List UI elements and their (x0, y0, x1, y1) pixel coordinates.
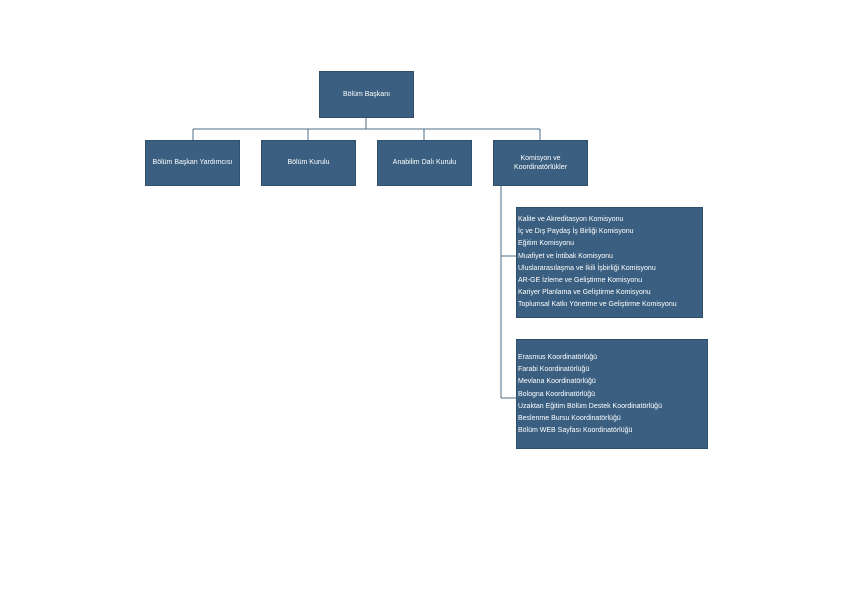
list-item: Kariyer Planlama ve Geliştirme Komisyonu (518, 289, 651, 297)
list-item: Bölüm WEB Sayfası Koordinatörlüğü (518, 427, 633, 435)
child-node-division-board: Anabilim Dalı Kurulu (377, 140, 472, 186)
child-node-label: Bölüm Başkan Yardımcısı (152, 159, 233, 167)
child-node-deputy-head: Bölüm Başkan Yardımcısı (145, 140, 240, 186)
child-node-label: Bölüm Kurulu (287, 159, 330, 167)
list-item: Bologna Koordinatörlüğü (518, 390, 596, 398)
commissions-list: Kalite ve Akreditasyon Komisyonu İç ve D… (518, 214, 702, 312)
root-node-label: Bölüm Başkanı (342, 90, 391, 98)
list-item: Toplumsal Katkı Yönetme ve Geliştirme Ko… (518, 301, 677, 309)
list-item: Beslenme Bursu Koordinatörlüğü (518, 415, 621, 423)
commissions-list-box: Kalite ve Akreditasyon Komisyonu İç ve D… (516, 207, 703, 318)
list-item: Muafiyet ve İntibak Komisyonu (518, 252, 613, 260)
list-item: Mevlana Koordinatörlüğü (518, 378, 596, 386)
child-node-label: Anabilim Dalı Kurulu (392, 159, 457, 167)
child-node-department-board: Bölüm Kurulu (261, 140, 356, 186)
list-item: Eğitim Komisyonu (518, 240, 575, 248)
coordinatorships-list-box: Erasmus Koordinatörlüğü Farabi Koordinat… (516, 339, 708, 449)
list-item: AR-GE İzleme ve Geliştirme Komisyonu (518, 277, 643, 285)
list-item: Uluslararasılaşma ve İkili İşbirliği Kom… (518, 264, 656, 272)
list-item: İç ve Dış Paydaş İş Birliği Komisyonu (518, 228, 634, 236)
list-item: Farabi Koordinatörlüğü (518, 366, 590, 374)
root-node: Bölüm Başkanı (319, 71, 414, 118)
list-item: Uzaktan Eğitim Bölüm Destek Koordinatörl… (518, 402, 662, 410)
list-item: Kalite ve Akreditasyon Komisyonu (518, 216, 624, 223)
child-node-label: Komisyon ve Koordinatörlükler (514, 154, 567, 171)
list-item: Erasmus Koordinatörlüğü (518, 354, 597, 361)
coordinatorships-list: Erasmus Koordinatörlüğü Farabi Koordinat… (518, 352, 707, 437)
child-node-commissions-coordinatorships: Komisyon ve Koordinatörlükler (493, 140, 588, 186)
